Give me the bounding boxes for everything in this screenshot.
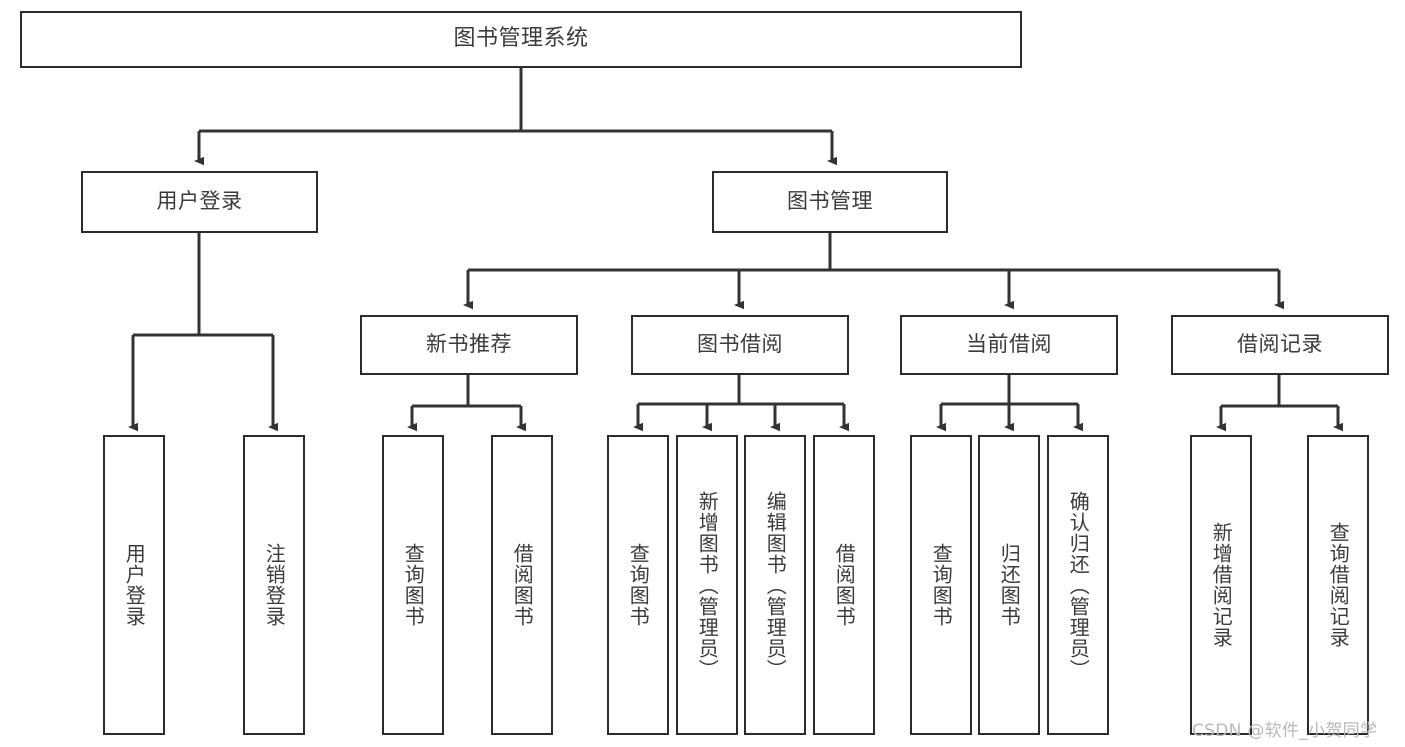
node-leaf-return-book[interactable]: 归还图书 <box>978 435 1040 735</box>
node-leaf-query-book-2[interactable]: 查询图书 <box>607 435 669 735</box>
node-book-borrow[interactable]: 图书借阅 <box>631 315 849 375</box>
node-leaf-logout[interactable]: 注销登录 <box>243 435 305 735</box>
node-leaf-query-book-1[interactable]: 查询图书 <box>382 435 444 735</box>
node-leaf-add-book[interactable]: 新增图书（管理员） <box>676 435 738 735</box>
node-leaf-user-login[interactable]: 用户登录 <box>103 435 165 735</box>
node-leaf-query-book-3[interactable]: 查询图书 <box>910 435 972 735</box>
node-user-login[interactable]: 用户登录 <box>81 171 318 233</box>
node-book-manage[interactable]: 图书管理 <box>712 171 948 233</box>
node-leaf-add-record[interactable]: 新增借阅记录 <box>1190 435 1252 735</box>
node-leaf-borrow-book-1[interactable]: 借阅图书 <box>491 435 553 735</box>
node-leaf-query-record[interactable]: 查询借阅记录 <box>1307 435 1369 735</box>
node-new-book-recommend[interactable]: 新书推荐 <box>360 315 578 375</box>
node-leaf-borrow-book-2[interactable]: 借阅图书 <box>813 435 875 735</box>
node-leaf-confirm-return[interactable]: 确认归还（管理员） <box>1047 435 1109 735</box>
node-root[interactable]: 图书管理系统 <box>20 11 1022 68</box>
node-leaf-edit-book[interactable]: 编辑图书（管理员） <box>744 435 806 735</box>
node-borrow-record[interactable]: 借阅记录 <box>1171 315 1389 375</box>
node-current-borrow[interactable]: 当前借阅 <box>900 315 1118 375</box>
